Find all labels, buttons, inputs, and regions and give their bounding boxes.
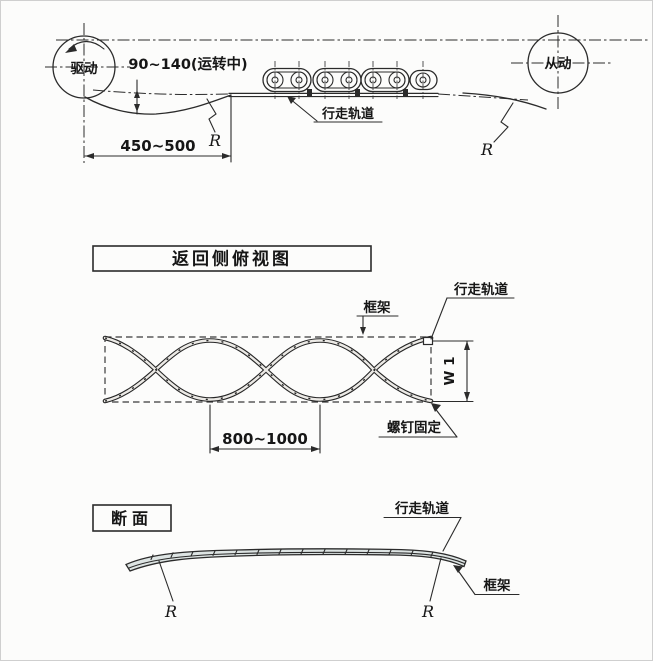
chain-link-outer [360, 67, 410, 93]
frame-label-mid: 框架 [364, 299, 391, 316]
chain-roller-centerlines [274, 61, 424, 99]
track-leader-line-bottom [442, 516, 462, 552]
sag-arrow-down-icon [134, 104, 140, 112]
chain-assembly [262, 61, 438, 99]
belt-strip-midline [128, 551, 466, 569]
serpentine-track [102, 335, 434, 404]
sag-arrow-up-icon [134, 90, 140, 98]
track-leader-line [288, 97, 318, 122]
track-leader-arrowhead-icon [287, 96, 296, 104]
belt-curve-right [462, 92, 547, 110]
chain-link-outer [262, 67, 312, 93]
screw-fix-label: 螺钉固定 [387, 419, 441, 436]
pitch-arrow-left-icon [210, 446, 219, 452]
pitch-dimension-text: 800~1000 [222, 430, 308, 448]
section-view-title: 断面 [111, 509, 153, 528]
screw-leader-line [433, 406, 458, 438]
return-view-title: 返回侧俯视图 [172, 249, 292, 270]
radius-label-left: R [208, 131, 221, 150]
top-elevation-view: 驱动 从动 90~140(运转中) [45, 15, 649, 163]
section-title-box [92, 504, 172, 532]
radius-label-right: R [480, 140, 493, 159]
belt-sag-curve-left [84, 94, 232, 115]
dim-arrow-right-icon [222, 153, 231, 159]
track-label-top: 行走轨道 [321, 106, 374, 122]
distance-dimension-text: 450~500 [120, 137, 195, 155]
belt-nominal-line-left [92, 89, 230, 95]
cross-section-view: 断面 行走轨道 框架 R R [92, 500, 520, 621]
radius-leader-zigzag-right [493, 102, 514, 143]
frame-label-bottom: 框架 [484, 577, 511, 594]
chain-link-end [409, 69, 438, 91]
frame-leader-arrowhead-icon [360, 327, 366, 335]
belt-nominal-line-right [437, 93, 529, 101]
chain-link-inner [266, 71, 308, 89]
w1-arrow-bottom-icon [464, 392, 470, 401]
w1-arrow-top-icon [464, 341, 470, 350]
chain-clips [307, 89, 408, 96]
chain-link-inner [316, 71, 358, 89]
track-label-bottom: 行走轨道 [394, 500, 449, 517]
track-leader-line-mid [430, 297, 448, 340]
drive-pulley-label: 驱动 [71, 60, 98, 77]
belt-strip-ticks [150, 548, 434, 561]
radius-leader-zigzag-left [206, 98, 217, 133]
radius-label-bottom-right: R [421, 602, 434, 621]
radius-leader-bottom-right [429, 557, 442, 602]
w1-dimension-text: W 1 [442, 357, 458, 386]
rotation-arrowhead-icon [65, 44, 77, 53]
chain-link-inner [364, 71, 406, 89]
chain-rollers [266, 71, 431, 89]
radius-leader-bottom-left [158, 560, 174, 602]
pitch-arrow-right-icon [311, 446, 320, 452]
view-title-box [92, 245, 372, 272]
frame-leader-line-bottom [456, 568, 476, 596]
track-label-mid: 行走轨道 [453, 281, 508, 298]
driven-pulley-label: 从动 [545, 55, 573, 72]
sag-dimension-text: 90~140(运转中) [128, 55, 247, 73]
return-side-top-view: 返回侧俯视图 框架 行走轨道 W 1 螺钉固定 [92, 245, 515, 454]
dim-arrow-left-icon [85, 153, 94, 159]
frame-leader-arrowhead-bottom-icon [453, 565, 463, 573]
radius-label-bottom-left: R [164, 602, 177, 621]
frame-dashed-rect [104, 336, 432, 403]
screw-leader-arrowhead-icon [431, 403, 441, 412]
